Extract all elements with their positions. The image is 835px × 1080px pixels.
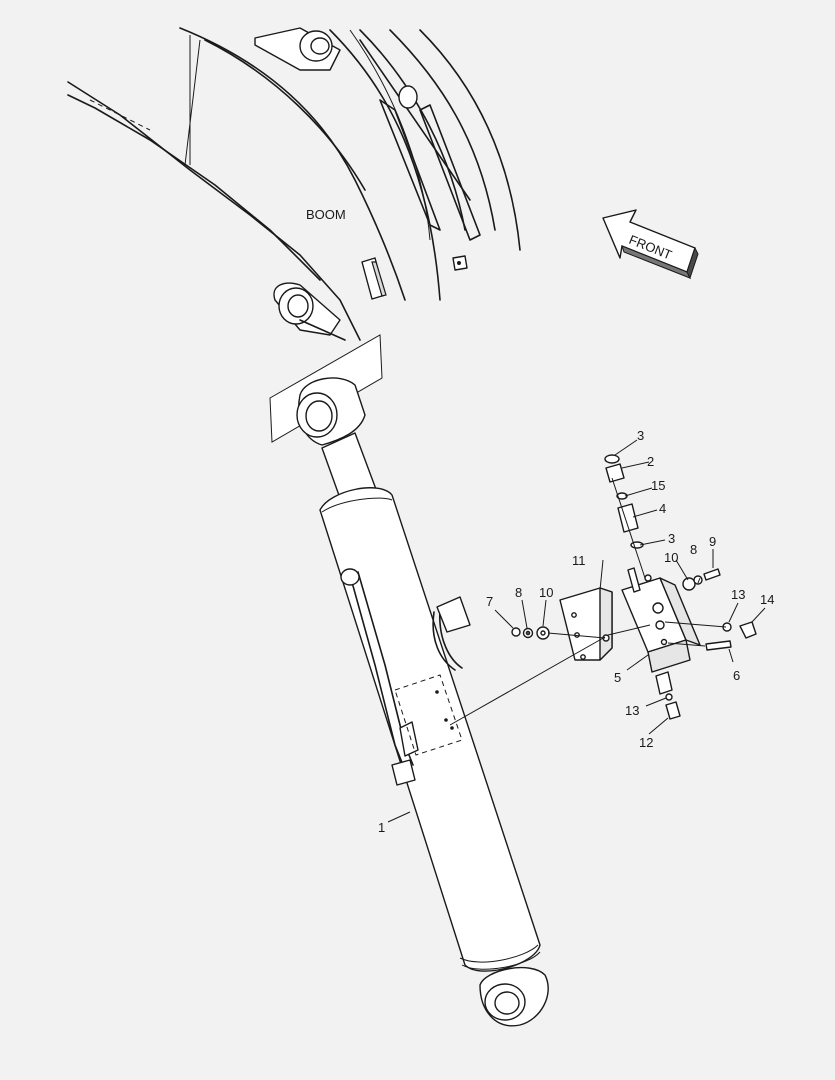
callout-13-right: 13 bbox=[731, 587, 745, 602]
callout-11: 11 bbox=[572, 553, 586, 568]
valve-assembly bbox=[449, 454, 757, 726]
callout-7: 7 bbox=[486, 594, 493, 609]
callout-3-lower: 3 bbox=[668, 531, 675, 546]
front-direction-arrow: FRONT bbox=[602, 209, 699, 280]
callout-4: 4 bbox=[659, 501, 666, 516]
boom-structure: BOOM bbox=[67, 27, 521, 341]
callout-5: 5 bbox=[614, 670, 621, 685]
callout-numbers: 1 2 3 3 4 5 6 7 8 8 9 10 10 11 12 13 13 … bbox=[378, 428, 774, 835]
callout-10-right: 10 bbox=[664, 550, 678, 565]
boom-label: BOOM bbox=[306, 207, 346, 222]
callout-3-top: 3 bbox=[637, 428, 644, 443]
callout-15: 15 bbox=[651, 478, 665, 493]
callout-9: 9 bbox=[709, 534, 716, 549]
callout-8-right: 8 bbox=[690, 542, 697, 557]
callout-14: 14 bbox=[760, 592, 774, 607]
callout-leaders bbox=[387, 439, 766, 823]
callout-8-left: 8 bbox=[515, 585, 522, 600]
callout-1: 1 bbox=[378, 820, 385, 835]
hydraulic-cylinder bbox=[296, 377, 549, 1027]
callout-6: 6 bbox=[733, 668, 740, 683]
callout-13-lower: 13 bbox=[625, 703, 639, 718]
callout-10-left: 10 bbox=[539, 585, 553, 600]
callout-12: 12 bbox=[639, 735, 653, 750]
callout-2: 2 bbox=[647, 454, 654, 469]
